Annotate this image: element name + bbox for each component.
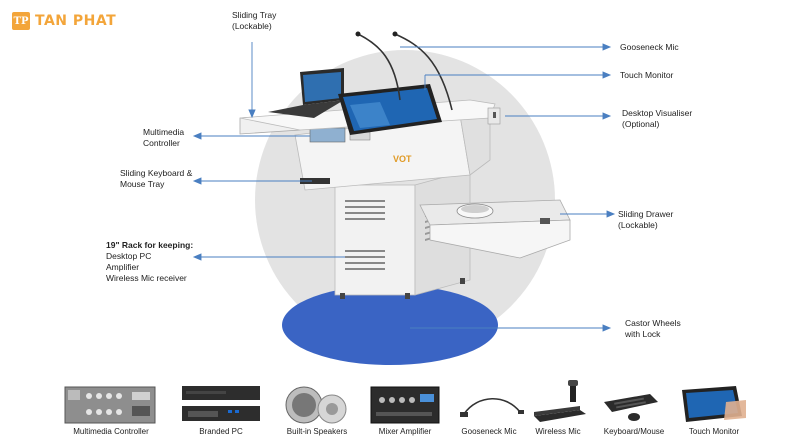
callout-sliding-tray: Sliding Tray (Lockable) <box>232 10 277 31</box>
podium-upper-body: VOT <box>294 109 491 191</box>
callout-rack: 19" Rack for keeping: Desktop PC Amplifi… <box>106 240 194 283</box>
component-label-keyboard-mouse: Keyboard/Mouse <box>603 427 665 436</box>
touch-monitor-image <box>682 386 746 422</box>
brand-logo-mark: TP <box>12 12 30 30</box>
podium-brand-text: VOT <box>393 154 412 164</box>
callout-sliding-drawer: Sliding Drawer (Lockable) <box>618 209 674 230</box>
touch-monitor-illustration <box>338 84 442 135</box>
component-label-touch-monitor: Touch Monitor <box>688 427 740 436</box>
wireless-mic-image <box>534 380 586 422</box>
callout-sliding-keyboard: Sliding Keyboard & Mouse Tray <box>120 168 193 189</box>
multimedia-controller-image <box>64 386 156 424</box>
component-label-multimedia-controller: Multimedia Controller <box>73 427 149 436</box>
callout-multimedia-controller: Multimedia Controller <box>143 127 185 148</box>
component-label-built-in-speakers: Built-in Speakers <box>286 427 348 436</box>
component-label-gooseneck-mic: Gooseneck Mic <box>461 427 517 436</box>
branded-pc-image <box>182 386 260 421</box>
mixer-amplifier-image <box>370 386 440 424</box>
component-label-mixer-amplifier: Mixer Amplifier <box>378 427 432 436</box>
visualiser-arm <box>487 107 501 125</box>
keyboard-mouse-image <box>604 394 658 421</box>
component-label-wireless-mic: Wireless Mic <box>535 427 581 436</box>
brand-name: TAN PHAT <box>35 13 117 29</box>
gooseneck-mic-image <box>460 398 524 417</box>
brand-logo: TP TAN PHAT <box>12 12 116 30</box>
callout-touch-monitor: Touch Monitor <box>620 70 674 80</box>
sliding-drawer <box>419 199 571 259</box>
callout-gooseneck-mic: Gooseneck Mic <box>620 42 679 52</box>
gooseneck-mics <box>357 33 453 111</box>
built-in-speakers-image <box>285 386 347 424</box>
component-label-branded-pc: Branded PC <box>199 427 243 436</box>
callout-desktop-visualiser: Desktop Visualiser (Optional) <box>622 108 693 129</box>
floor-ellipse <box>282 285 498 365</box>
callout-castor-wheels: Castor Wheels with Lock <box>625 318 681 339</box>
